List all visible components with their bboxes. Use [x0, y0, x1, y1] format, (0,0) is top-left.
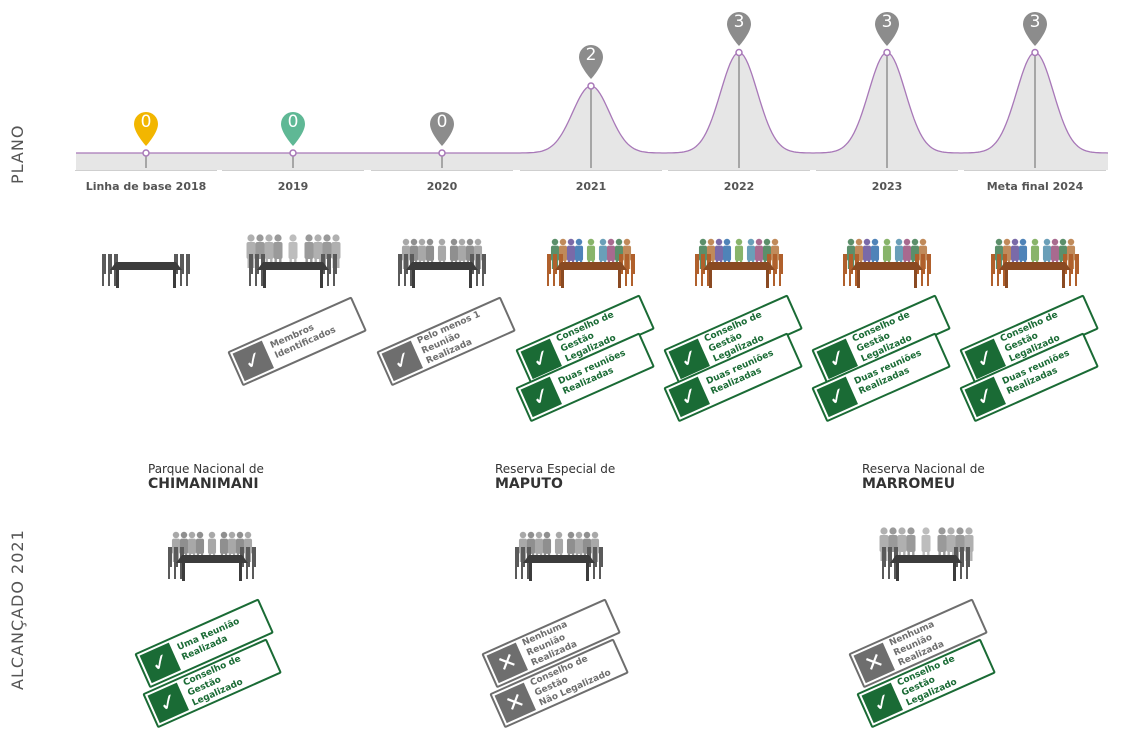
map-pin-icon: [430, 112, 454, 146]
empty-meeting-table-icon: [96, 232, 196, 296]
map-pin-icon: [1023, 11, 1047, 46]
meeting-table-icon: [509, 525, 609, 589]
value-pin: 3: [872, 9, 902, 47]
pin-value: 0: [140, 112, 152, 132]
year-label: 2023: [871, 180, 903, 193]
meeting-table-icon: [876, 525, 976, 589]
timeline-point: [587, 82, 595, 90]
pin-value: 0: [287, 112, 299, 132]
colored-meeting-icon: [985, 232, 1085, 296]
map-pin-icon: [134, 112, 158, 146]
colored-meeting-icon: [837, 232, 937, 296]
year-divider: [668, 170, 810, 171]
pin-value: 0: [436, 112, 448, 132]
value-pin: 0: [427, 109, 457, 147]
year-label: 2019: [277, 180, 309, 193]
map-pin-icon: [875, 11, 899, 46]
year-label: Linha de base 2018: [85, 180, 207, 193]
pin-value: 2: [585, 45, 597, 65]
site-name: MARROMEU: [862, 476, 956, 492]
timeline-curve-chart: [76, 48, 1109, 170]
people-seated-at-table-icon: [392, 232, 492, 296]
colored-meeting-icon: [541, 232, 641, 296]
site-type: Reserva Nacional de: [862, 462, 985, 476]
site-type: Reserva Especial de: [495, 462, 616, 476]
year-divider: [222, 170, 364, 171]
pin-value: 3: [1029, 11, 1041, 32]
pin-value: 3: [881, 11, 893, 32]
year-label: Meta final 2024: [986, 180, 1084, 193]
achieved-side-label: ALCANÇADO 2021: [8, 529, 27, 690]
year-label: 2021: [575, 180, 607, 193]
value-pin: 0: [131, 109, 161, 147]
year-label: 2020: [426, 180, 458, 193]
timeline-point: [438, 149, 446, 157]
timeline-point: [883, 48, 891, 57]
map-pin-icon: [727, 11, 751, 46]
timeline-point: [735, 48, 743, 57]
year-divider: [75, 170, 217, 171]
site-name: CHIMANIMANI: [148, 476, 259, 492]
people-standing-by-table-icon: [243, 232, 343, 296]
pin-value: 3: [733, 11, 745, 32]
value-pin: 3: [1020, 9, 1050, 47]
timeline-point: [142, 149, 150, 157]
timeline-point: [289, 149, 297, 157]
colored-meeting-icon: [689, 232, 789, 296]
value-pin: 3: [724, 9, 754, 47]
year-divider: [964, 170, 1106, 171]
year-label: 2022: [723, 180, 755, 193]
value-pin: 0: [278, 109, 308, 147]
map-pin-icon: [281, 112, 305, 146]
year-divider: [520, 170, 662, 171]
site-type: Parque Nacional de: [148, 462, 264, 476]
meeting-table-icon: [162, 525, 262, 589]
site-name: MAPUTO: [495, 476, 563, 492]
timeline-point: [1031, 48, 1039, 57]
year-divider: [371, 170, 513, 171]
year-divider: [816, 170, 958, 171]
map-pin-icon: [579, 45, 603, 79]
value-pin: 2: [576, 42, 606, 80]
